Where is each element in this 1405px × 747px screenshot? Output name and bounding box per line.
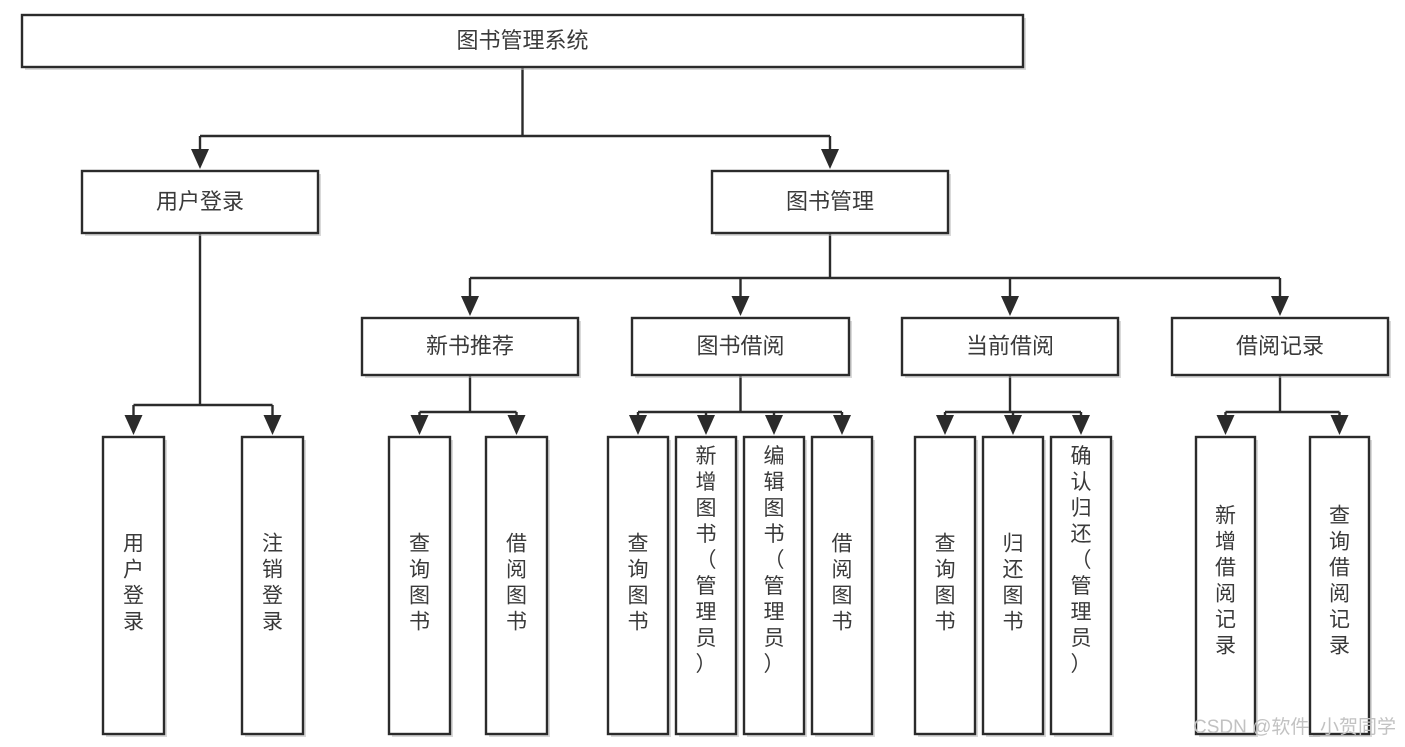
node-leaf-edit-book[interactable]: 编辑图书（管理员） xyxy=(742,435,807,737)
node-leaf-logout[interactable]: 注销登录 xyxy=(240,435,306,737)
node-label: 借阅图书 xyxy=(506,533,527,634)
arrow-head-icon xyxy=(1001,296,1019,316)
node-leaf-query-book-borrow[interactable]: 查询图书 xyxy=(606,435,671,737)
node-label: 查询图书 xyxy=(409,533,430,634)
node-label: 新增图书（管理员） xyxy=(696,445,717,676)
node-root[interactable]: 图书管理系统 xyxy=(20,13,1026,70)
node-label: 图书借阅 xyxy=(696,333,784,358)
node-leaf-query-book-current[interactable]: 查询图书 xyxy=(913,435,978,737)
arrow-head-icon xyxy=(1271,296,1289,316)
arrow-head-icon xyxy=(765,415,783,435)
node-leaf-add-borrow-record[interactable]: 新增借阅记录 xyxy=(1194,435,1258,737)
node-boxes: 图书管理系统用户登录图书管理新书推荐图书借阅当前借阅借阅记录用户登录注销登录查询… xyxy=(20,13,1391,737)
node-leaf-return-book[interactable]: 归还图书 xyxy=(981,435,1046,737)
arrow-head-icon xyxy=(507,415,526,435)
arrow-head-icon xyxy=(410,415,429,435)
node-borrow-record[interactable]: 借阅记录 xyxy=(1170,316,1391,378)
arrow-head-icon xyxy=(1004,415,1022,435)
node-label: 确认归还（管理员） xyxy=(1071,445,1092,676)
node-label: 新增借阅记录 xyxy=(1215,505,1236,658)
arrow-head-icon xyxy=(821,149,839,169)
node-label: 借阅记录 xyxy=(1236,333,1324,358)
node-label: 当前借阅 xyxy=(966,333,1054,358)
arrow-head-icon xyxy=(833,415,851,435)
node-leaf-query-borrow-record[interactable]: 查询借阅记录 xyxy=(1308,435,1372,737)
arrow-head-icon xyxy=(263,415,282,435)
arrow-head-icon xyxy=(1216,415,1235,435)
arrow-head-icon xyxy=(461,296,479,316)
node-label: 用户登录 xyxy=(156,189,244,214)
arrow-head-icon xyxy=(1330,415,1349,435)
node-leaf-add-book[interactable]: 新增图书（管理员） xyxy=(674,435,739,737)
arrow-head-icon xyxy=(1072,415,1090,435)
csdn-watermark: CSDN @软件_小贺同学 xyxy=(1193,716,1396,738)
arrow-head-icon xyxy=(629,415,647,435)
node-leaf-confirm-return[interactable]: 确认归还（管理员） xyxy=(1049,435,1114,737)
node-book-borrow[interactable]: 图书借阅 xyxy=(630,316,852,378)
node-label: 查询借阅记录 xyxy=(1329,505,1350,658)
node-label: 注销登录 xyxy=(262,533,283,634)
node-label: 编辑图书（管理员） xyxy=(764,445,785,676)
node-label: 新书推荐 xyxy=(426,333,514,358)
node-current-borrow[interactable]: 当前借阅 xyxy=(900,316,1121,378)
node-leaf-borrow-book[interactable]: 借阅图书 xyxy=(810,435,875,737)
node-label: 借阅图书 xyxy=(832,533,853,634)
node-leaf-borrow-book-recommend[interactable]: 借阅图书 xyxy=(484,435,550,737)
arrow-head-icon xyxy=(191,149,209,169)
connector-lines xyxy=(124,67,1349,435)
arrow-head-icon xyxy=(731,296,750,316)
node-book-management[interactable]: 图书管理 xyxy=(710,169,951,236)
node-user-login[interactable]: 用户登录 xyxy=(80,169,321,236)
arrow-head-icon xyxy=(697,415,715,435)
node-leaf-query-book-recommend[interactable]: 查询图书 xyxy=(387,435,453,737)
node-label: 查询图书 xyxy=(935,533,956,634)
node-label: 归还图书 xyxy=(1003,533,1024,634)
node-label: 图书管理系统 xyxy=(456,28,588,53)
arrow-head-icon xyxy=(124,415,143,435)
node-label: 图书管理 xyxy=(786,189,874,214)
node-label: 查询图书 xyxy=(628,533,649,634)
arrow-head-icon xyxy=(936,415,954,435)
node-label: 用户登录 xyxy=(123,533,144,634)
node-new-book-recommend[interactable]: 新书推荐 xyxy=(360,316,581,378)
node-leaf-user-login[interactable]: 用户登录 xyxy=(101,435,167,737)
